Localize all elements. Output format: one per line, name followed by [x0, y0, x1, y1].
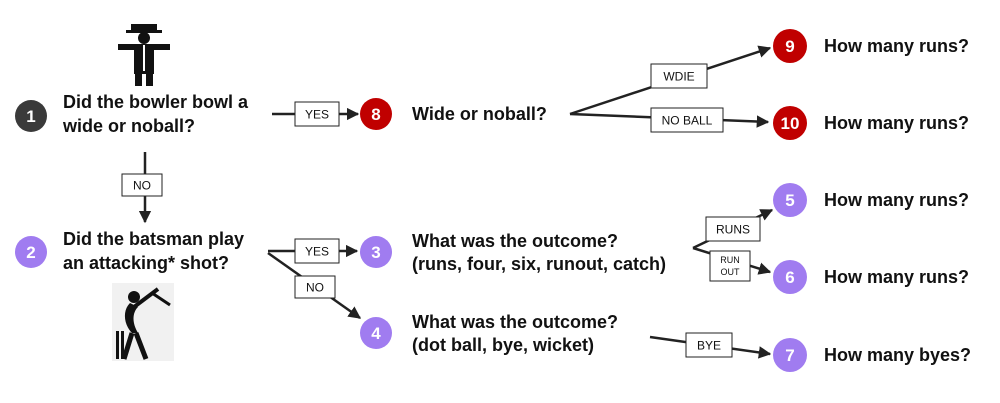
node-4: 4 What was the outcome? (dot ball, bye, … [360, 312, 618, 355]
node-2: 2 Did the batsman play an attacking* sho… [15, 229, 244, 273]
svg-text:Wide or noball?: Wide or noball? [412, 104, 547, 124]
umpire-icon [118, 24, 170, 86]
svg-text:10: 10 [781, 114, 800, 133]
svg-text:an attacking* shot?: an attacking* shot? [63, 253, 229, 273]
node-7: 7 How many byes? [773, 338, 971, 372]
svg-text:WDIE: WDIE [663, 70, 694, 84]
svg-text:4: 4 [371, 324, 381, 343]
batsman-icon [112, 283, 174, 361]
node-1: 1 Did the bowler bowl a wide or noball? [15, 92, 249, 136]
svg-text:NO: NO [133, 179, 151, 193]
svg-text:8: 8 [371, 105, 380, 124]
edge-labels: YES NO YES NO WDIE NO BALL RUNS RUN [121, 63, 761, 358]
svg-text:RUNS: RUNS [716, 223, 750, 237]
svg-text:RUN: RUN [720, 255, 740, 265]
svg-text:What was the outcome?: What was the outcome? [412, 312, 618, 332]
node-10: 10 How many runs? [773, 106, 969, 140]
svg-text:NO BALL: NO BALL [662, 114, 713, 128]
svg-text:(runs, four, six, runout, catc: (runs, four, six, runout, catch) [412, 254, 666, 274]
edge-label-yes-1: YES [294, 101, 340, 127]
node-8: 8 Wide or noball? [360, 98, 547, 130]
edge-label-bye: BYE [685, 332, 733, 358]
node-6: 6 How many runs? [773, 260, 969, 294]
svg-text:How many byes?: How many byes? [824, 345, 971, 365]
svg-text:5: 5 [785, 191, 794, 210]
svg-text:How many runs?: How many runs? [824, 113, 969, 133]
svg-text:2: 2 [26, 243, 35, 262]
svg-text:Did the bowler bowl a: Did the bowler bowl a [63, 92, 249, 112]
svg-text:(dot ball, bye, wicket): (dot ball, bye, wicket) [412, 335, 594, 355]
svg-text:How many runs?: How many runs? [824, 36, 969, 56]
node-9: 9 How many runs? [773, 29, 969, 63]
node-5: 5 How many runs? [773, 183, 969, 217]
svg-text:BYE: BYE [697, 339, 721, 353]
svg-text:OUT: OUT [721, 267, 741, 277]
edge-label-runs: RUNS [705, 216, 761, 242]
edge-label-run-out: RUN OUT [709, 250, 751, 282]
edge-label-wide: WDIE [650, 63, 708, 89]
svg-text:How many runs?: How many runs? [824, 190, 969, 210]
edge-label-yes-2: YES [294, 238, 340, 264]
svg-text:What was the outcome?: What was the outcome? [412, 231, 618, 251]
svg-text:Did the batsman play: Did the batsman play [63, 229, 244, 249]
svg-text:YES: YES [305, 245, 329, 259]
svg-text:How many runs?: How many runs? [824, 267, 969, 287]
node-3: 3 What was the outcome? (runs, four, six… [360, 231, 666, 274]
svg-text:6: 6 [785, 268, 794, 287]
svg-text:1: 1 [26, 107, 35, 126]
svg-text:NO: NO [306, 281, 324, 295]
edge-label-no-1: NO [121, 173, 163, 197]
edge-label-no-ball: NO BALL [650, 107, 724, 133]
svg-text:9: 9 [785, 37, 794, 56]
svg-text:3: 3 [371, 243, 380, 262]
svg-text:YES: YES [305, 108, 329, 122]
svg-text:wide or noball?: wide or noball? [62, 116, 195, 136]
svg-text:7: 7 [785, 346, 794, 365]
edge-label-no-2: NO [294, 275, 336, 299]
